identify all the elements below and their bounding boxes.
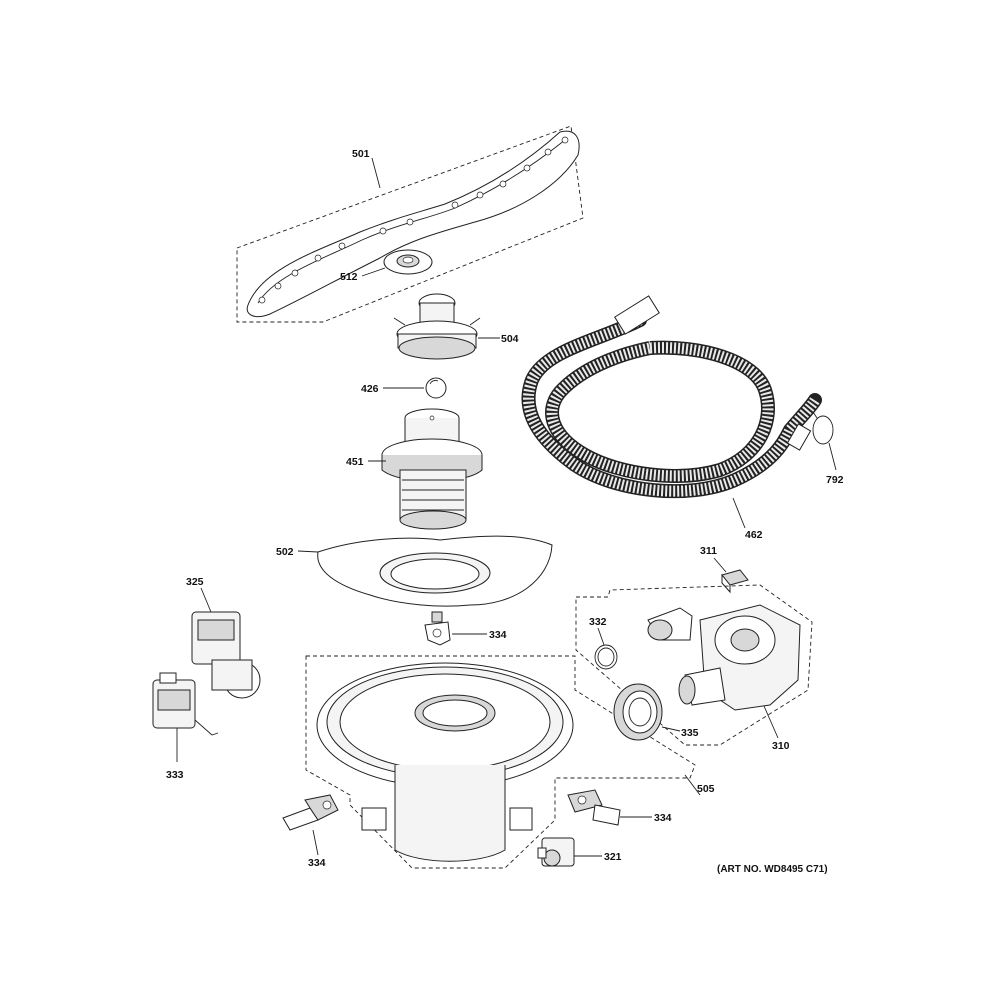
part-325-diverter-motor <box>191 611 261 699</box>
label-334-left: 334 <box>308 857 326 869</box>
art-number: (ART NO. WD8495 C71) <box>717 864 828 875</box>
label-512: 512 <box>340 271 358 283</box>
label-325: 325 <box>186 576 204 588</box>
part-792-hose-clamp <box>812 411 834 445</box>
label-334-right: 334 <box>654 812 672 824</box>
label-501: 501 <box>352 148 370 160</box>
part-311-pad <box>721 569 749 594</box>
label-332: 332 <box>589 616 607 628</box>
label-505: 505 <box>697 783 715 795</box>
part-502-filter-shield <box>317 535 553 607</box>
label-502: 502 <box>276 546 294 558</box>
part-310-circulation-pump <box>575 584 813 746</box>
part-332-clamp <box>594 644 618 670</box>
label-451: 451 <box>346 456 364 468</box>
label-792: 792 <box>826 474 844 486</box>
label-334-top: 334 <box>489 629 507 641</box>
part-451-filter-assembly <box>381 408 483 530</box>
label-333: 333 <box>166 769 184 781</box>
label-311: 311 <box>700 545 717 557</box>
part-504-spray-arm-manifold <box>393 293 481 360</box>
label-335: 335 <box>681 727 699 739</box>
label-504: 504 <box>501 333 519 345</box>
part-334-clip-left <box>282 794 339 831</box>
part-501-lower-spray-arm <box>236 125 584 323</box>
part-334-clip-top <box>424 611 451 646</box>
part-426-ball <box>425 377 447 399</box>
part-333-turbidity-sensor <box>152 672 219 736</box>
part-334-clip-right <box>567 789 621 826</box>
part-512-spray-arm-hub <box>383 249 433 275</box>
label-426: 426 <box>361 383 379 395</box>
label-321: 321 <box>604 851 622 863</box>
part-505-sump-assembly <box>305 655 696 869</box>
label-310: 310 <box>772 740 790 752</box>
part-462-drain-hose <box>521 295 822 499</box>
label-462: 462 <box>745 529 763 541</box>
part-335-seal <box>613 683 663 741</box>
part-321-drain-pump <box>537 837 575 867</box>
